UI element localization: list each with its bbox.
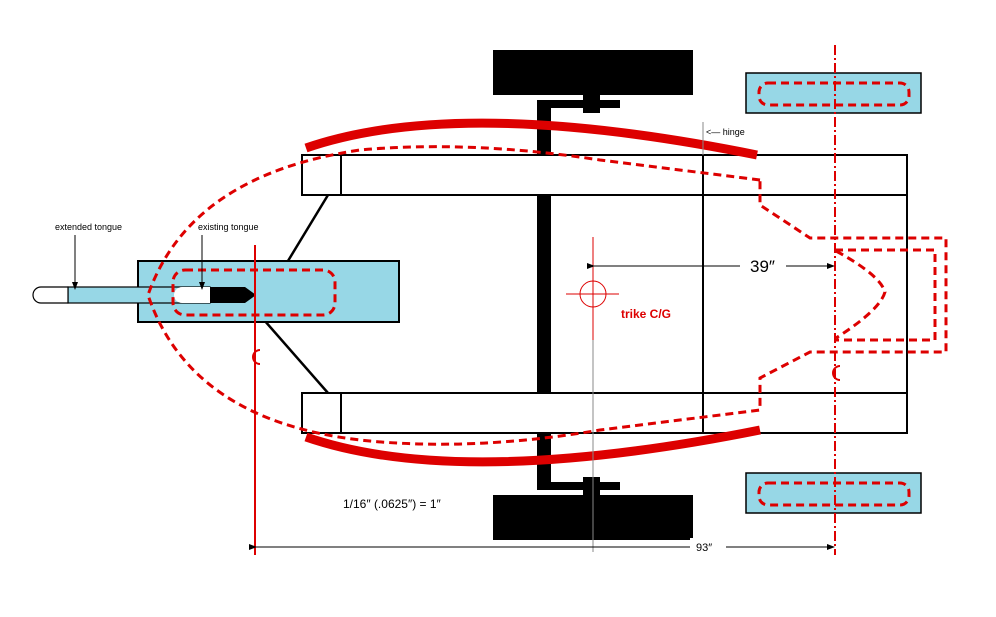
dimension-39-label: 39″ — [750, 257, 775, 276]
hinge-label: <— hinge — [706, 127, 745, 137]
centerline-symbol-right — [832, 365, 841, 381]
tongue-cap — [32, 286, 69, 304]
centerline-symbol-left — [252, 349, 261, 365]
trailer-wheel-bottom — [745, 472, 922, 514]
cg-crosshair-icon — [566, 237, 619, 348]
existing-tongue — [174, 287, 210, 303]
top-fender — [304, 118, 758, 160]
trike-cg-label: trike C/G — [621, 307, 671, 321]
top-trike-wheel — [493, 50, 693, 95]
scale-label: 1/16″ (.0625″) = 1″ — [343, 497, 442, 511]
extended-tongue-label: extended tongue — [55, 222, 122, 232]
trailer-wheel-top — [745, 72, 922, 114]
existing-tongue-label: existing tongue — [198, 222, 259, 232]
bottom-fender — [304, 425, 761, 467]
dimension-93-label: 93″ — [696, 542, 712, 554]
body-outline — [146, 145, 948, 446]
